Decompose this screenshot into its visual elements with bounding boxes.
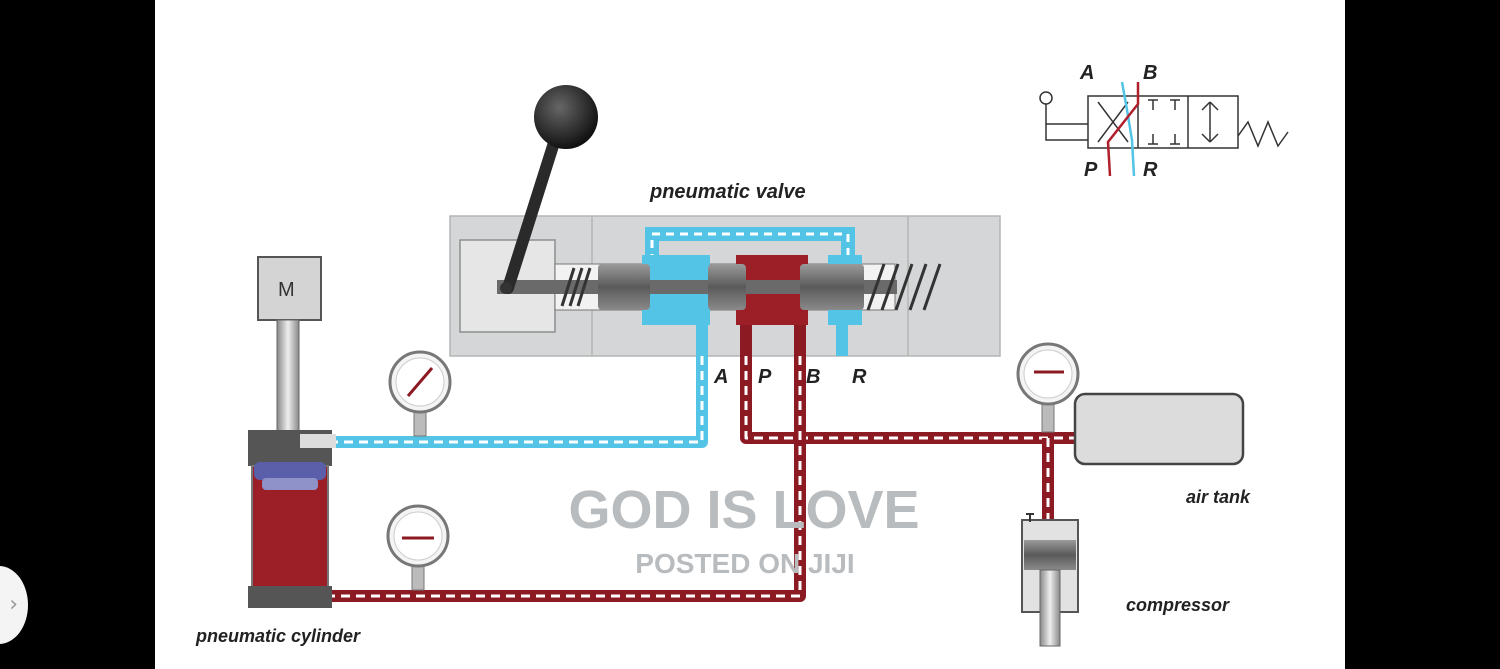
port-label-a: A	[713, 366, 728, 388]
symbol-label-a: A	[1079, 62, 1094, 84]
compressor	[1021, 513, 1079, 647]
label-air-tank: air tank	[1186, 487, 1251, 507]
symbol-label-b: B	[1143, 62, 1157, 84]
lever-knob	[534, 85, 598, 149]
pneumatic-valve	[449, 85, 1001, 357]
pressure-gauge-b	[386, 504, 450, 591]
pressure-gauge-tank	[1016, 342, 1080, 433]
label-valve: pneumatic valve	[649, 181, 806, 203]
symbol-label-p: P	[1084, 159, 1098, 181]
valve-schematic-symbol	[1039, 91, 1289, 149]
label-compressor: compressor	[1126, 595, 1230, 615]
symbol-label-r: R	[1143, 159, 1158, 181]
symbol-red-flow	[1106, 82, 1140, 177]
pressure-gauge-a	[388, 350, 452, 437]
port-label-p: P	[758, 366, 772, 388]
pipes	[294, 356, 1075, 602]
watermark-subtitle: POSTED ON JIJI	[635, 548, 854, 579]
pneumatic-cylinder	[248, 319, 336, 608]
port-label-b: B	[806, 366, 820, 388]
air-tank	[1073, 392, 1245, 466]
chevron-right-icon: ›	[9, 592, 18, 617]
symbol-cyan-flow	[1120, 81, 1136, 177]
label-motor: M	[278, 279, 295, 301]
port-label-r: R	[852, 366, 867, 388]
watermark-title: GOD IS LOVE	[568, 480, 919, 540]
label-cylinder: pneumatic cylinder	[195, 626, 361, 646]
